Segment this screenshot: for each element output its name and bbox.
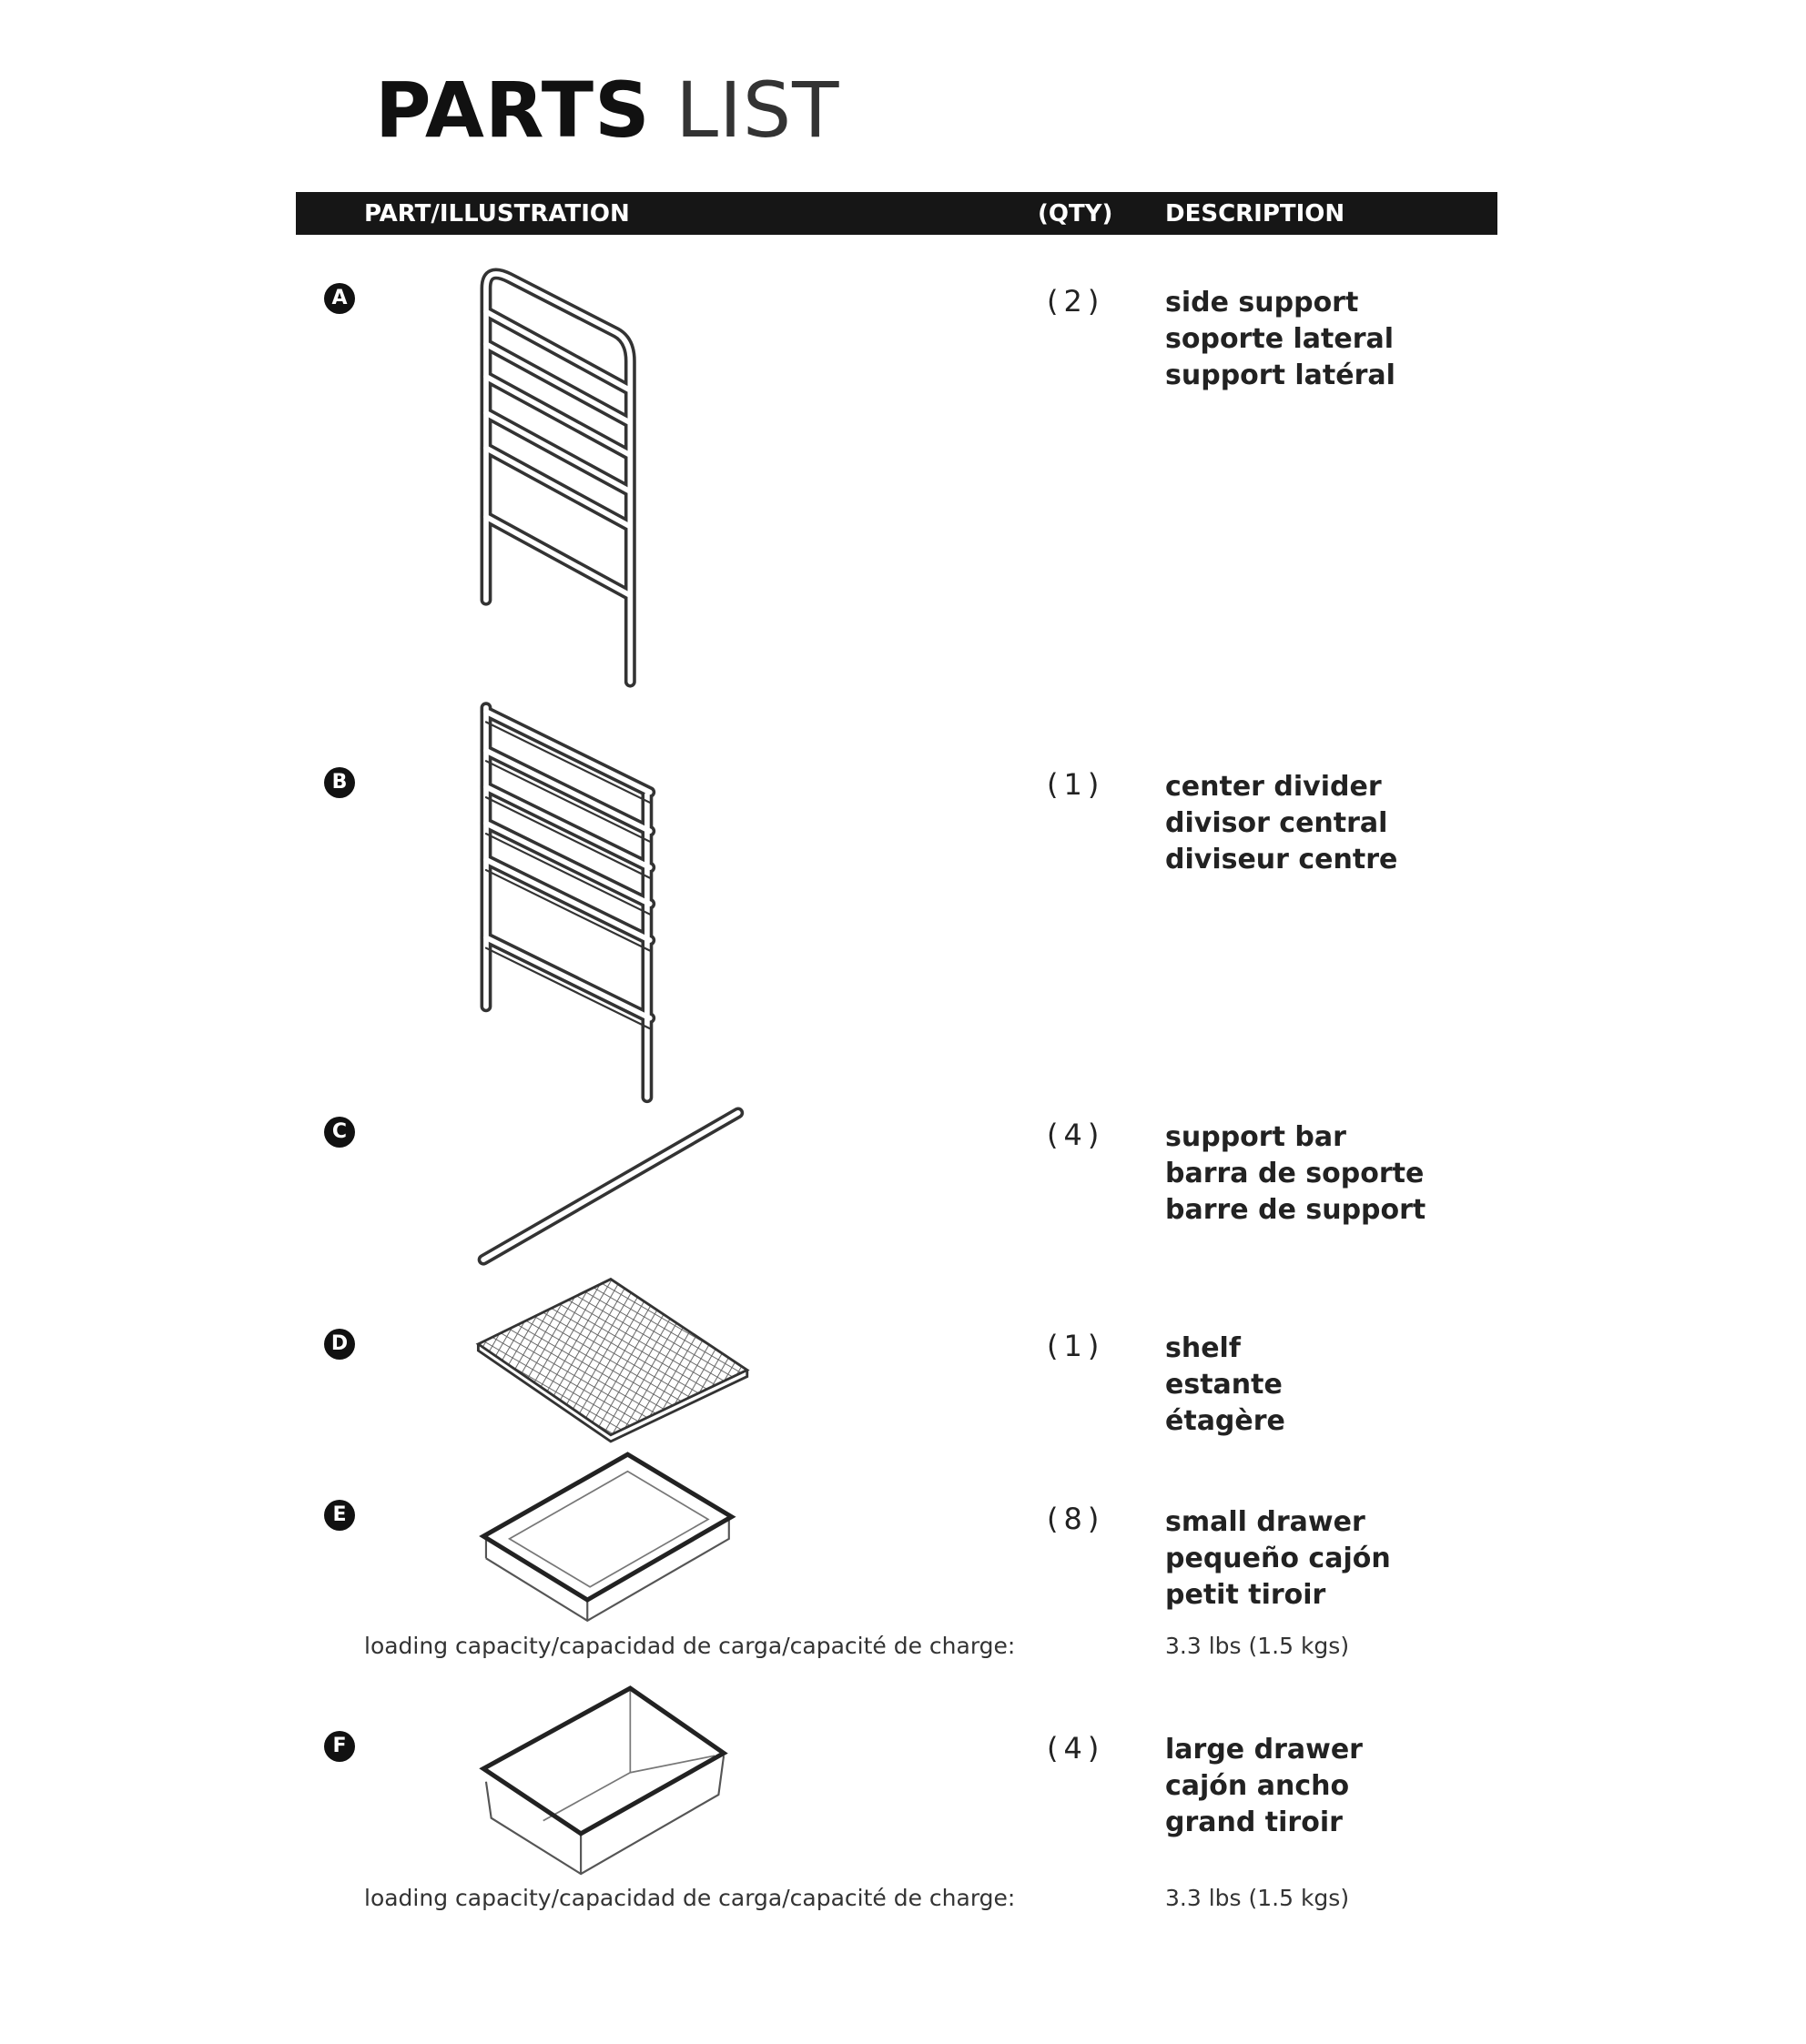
desc-es: barra de soporte: [1165, 1158, 1425, 1189]
desc-es: estante: [1165, 1369, 1283, 1401]
desc-en: large drawer: [1165, 1734, 1363, 1766]
desc-fr: diviseur centre: [1165, 844, 1398, 875]
part-description: large drawer cajón ancho grand tiroir: [1165, 1732, 1363, 1841]
desc-en: center divider: [1165, 771, 1382, 803]
desc-es: soporte lateral: [1165, 323, 1395, 355]
part-description: center divider divisor central diviseur …: [1165, 769, 1397, 878]
desc-en: shelf: [1165, 1332, 1241, 1364]
table-header: PART/ILLUSTRATION (QTY) DESCRIPTION: [296, 192, 1497, 235]
small-drawer-illustration: [479, 1452, 736, 1623]
desc-fr: petit tiroir: [1165, 1579, 1326, 1611]
loading-capacity-label: loading capacity/capacidad de carga/capa…: [364, 1633, 1016, 1659]
part-description: shelf estante étagère: [1165, 1331, 1285, 1440]
header-part: PART/ILLUSTRATION: [364, 200, 630, 228]
page-title: PARTS LIST: [375, 66, 839, 155]
part-description: support bar barra de soporte barre de su…: [1165, 1119, 1426, 1229]
part-description: small drawer pequeño cajón petit tiroir: [1165, 1504, 1391, 1614]
desc-fr: support latéral: [1165, 359, 1395, 391]
desc-en: small drawer: [1165, 1506, 1365, 1538]
shelf-illustration: [475, 1277, 750, 1443]
part-qty: (2): [1047, 284, 1105, 319]
part-letter-badge: C: [324, 1117, 355, 1148]
side-support-illustration: [480, 268, 636, 688]
center-divider-illustration: [480, 702, 656, 1104]
desc-es: pequeño cajón: [1165, 1543, 1391, 1574]
part-description: side support soporte lateral support lat…: [1165, 285, 1395, 394]
title-light: LIST: [675, 66, 840, 155]
part-letter-badge: D: [324, 1329, 355, 1360]
desc-es: cajón ancho: [1165, 1770, 1350, 1802]
part-letter-badge: F: [324, 1731, 355, 1762]
desc-en: side support: [1165, 287, 1359, 319]
part-qty: (4): [1047, 1118, 1105, 1152]
part-qty: (8): [1047, 1502, 1105, 1536]
desc-en: support bar: [1165, 1121, 1346, 1153]
desc-es: divisor central: [1165, 807, 1388, 839]
loading-capacity-label: loading capacity/capacidad de carga/capa…: [364, 1885, 1016, 1911]
part-qty: (1): [1047, 1329, 1105, 1363]
support-bar-illustration: [477, 1107, 745, 1266]
desc-fr: barre de support: [1165, 1194, 1426, 1226]
title-bold: PARTS: [375, 66, 651, 155]
loading-capacity-value: 3.3 lbs (1.5 kgs): [1165, 1633, 1350, 1659]
part-qty: (4): [1047, 1731, 1105, 1766]
desc-fr: grand tiroir: [1165, 1806, 1343, 1838]
desc-fr: étagère: [1165, 1405, 1285, 1437]
part-letter-badge: B: [324, 767, 355, 798]
large-drawer-illustration: [479, 1685, 728, 1876]
part-letter-badge: A: [324, 283, 355, 314]
part-letter-badge: E: [324, 1500, 355, 1531]
header-qty: (QTY): [1038, 200, 1113, 228]
part-qty: (1): [1047, 767, 1105, 802]
loading-capacity-value: 3.3 lbs (1.5 kgs): [1165, 1885, 1350, 1911]
header-description: DESCRIPTION: [1165, 200, 1345, 228]
